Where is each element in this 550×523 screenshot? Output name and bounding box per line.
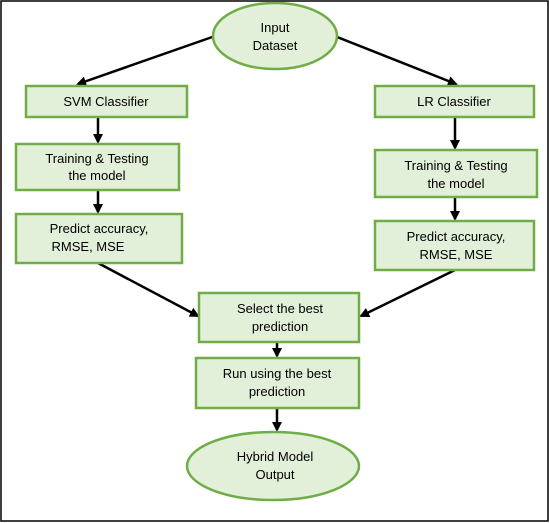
svm-predict-shape: [14, 212, 184, 265]
node-input-dataset: Input Dataset: [211, 1, 339, 71]
lr-predict-label-line2: RMSE, MSE: [420, 247, 493, 262]
arrow-input-to-svm: [76, 33, 219, 87]
hybrid-output-shape: [185, 430, 361, 502]
node-svm-predict: Predict accuracy, RMSE, MSE: [14, 212, 184, 265]
lr-predict-shape: [373, 219, 536, 272]
input-dataset-label-line1: Input: [261, 20, 290, 35]
input-dataset-shape: [211, 1, 339, 71]
arrow-input-to-lr: [331, 33, 458, 86]
node-lr-predict: Predict accuracy, RMSE, MSE: [373, 219, 536, 272]
arrow-lr-predict-to-select: [359, 268, 456, 318]
node-svm-classifier: SVM Classifier: [24, 84, 189, 119]
svm-training-shape: [14, 142, 181, 192]
lr-predict-label-line1: Predict accuracy,: [407, 229, 506, 244]
node-lr-training: Training & Testing the model: [373, 148, 539, 199]
svm-predict-label-line2: RMSE, MSE: [52, 239, 125, 254]
run-best-label-line1: Run using the best: [223, 366, 332, 381]
svm-training-label-line2: the model: [68, 168, 125, 183]
connectors: [76, 33, 460, 432]
svm-training-label-line1: Training & Testing: [45, 151, 148, 166]
svm-classifier-shape: [24, 84, 189, 119]
node-lr-classifier: LR Classifier: [373, 84, 536, 119]
lr-training-label-line1: Training & Testing: [404, 158, 507, 173]
select-best-shape: [197, 291, 361, 344]
select-best-label-line2: prediction: [252, 319, 308, 334]
lr-training-label-line2: the model: [427, 176, 484, 191]
lr-training-shape: [373, 148, 539, 199]
input-dataset-label-line2: Dataset: [253, 38, 298, 53]
arrow-svm-predict-to-select: [97, 261, 200, 318]
svm-predict-label-line1: Predict accuracy,: [50, 221, 149, 236]
select-best-label-line1: Select the best: [237, 301, 323, 316]
svm-classifier-label: SVM Classifier: [63, 94, 149, 109]
hybrid-output-label-line1: Hybrid Model: [237, 449, 314, 464]
lr-classifier-shape: [373, 84, 536, 119]
run-best-shape: [194, 356, 361, 410]
node-select-best: Select the best prediction: [197, 291, 361, 344]
lr-classifier-label: LR Classifier: [417, 94, 491, 109]
run-best-label-line2: prediction: [249, 384, 305, 399]
hybrid-output-label-line2: Output: [255, 467, 294, 482]
node-svm-training: Training & Testing the model: [14, 142, 181, 192]
node-run-best: Run using the best prediction: [194, 356, 361, 410]
node-hybrid-output: Hybrid Model Output: [185, 430, 361, 502]
